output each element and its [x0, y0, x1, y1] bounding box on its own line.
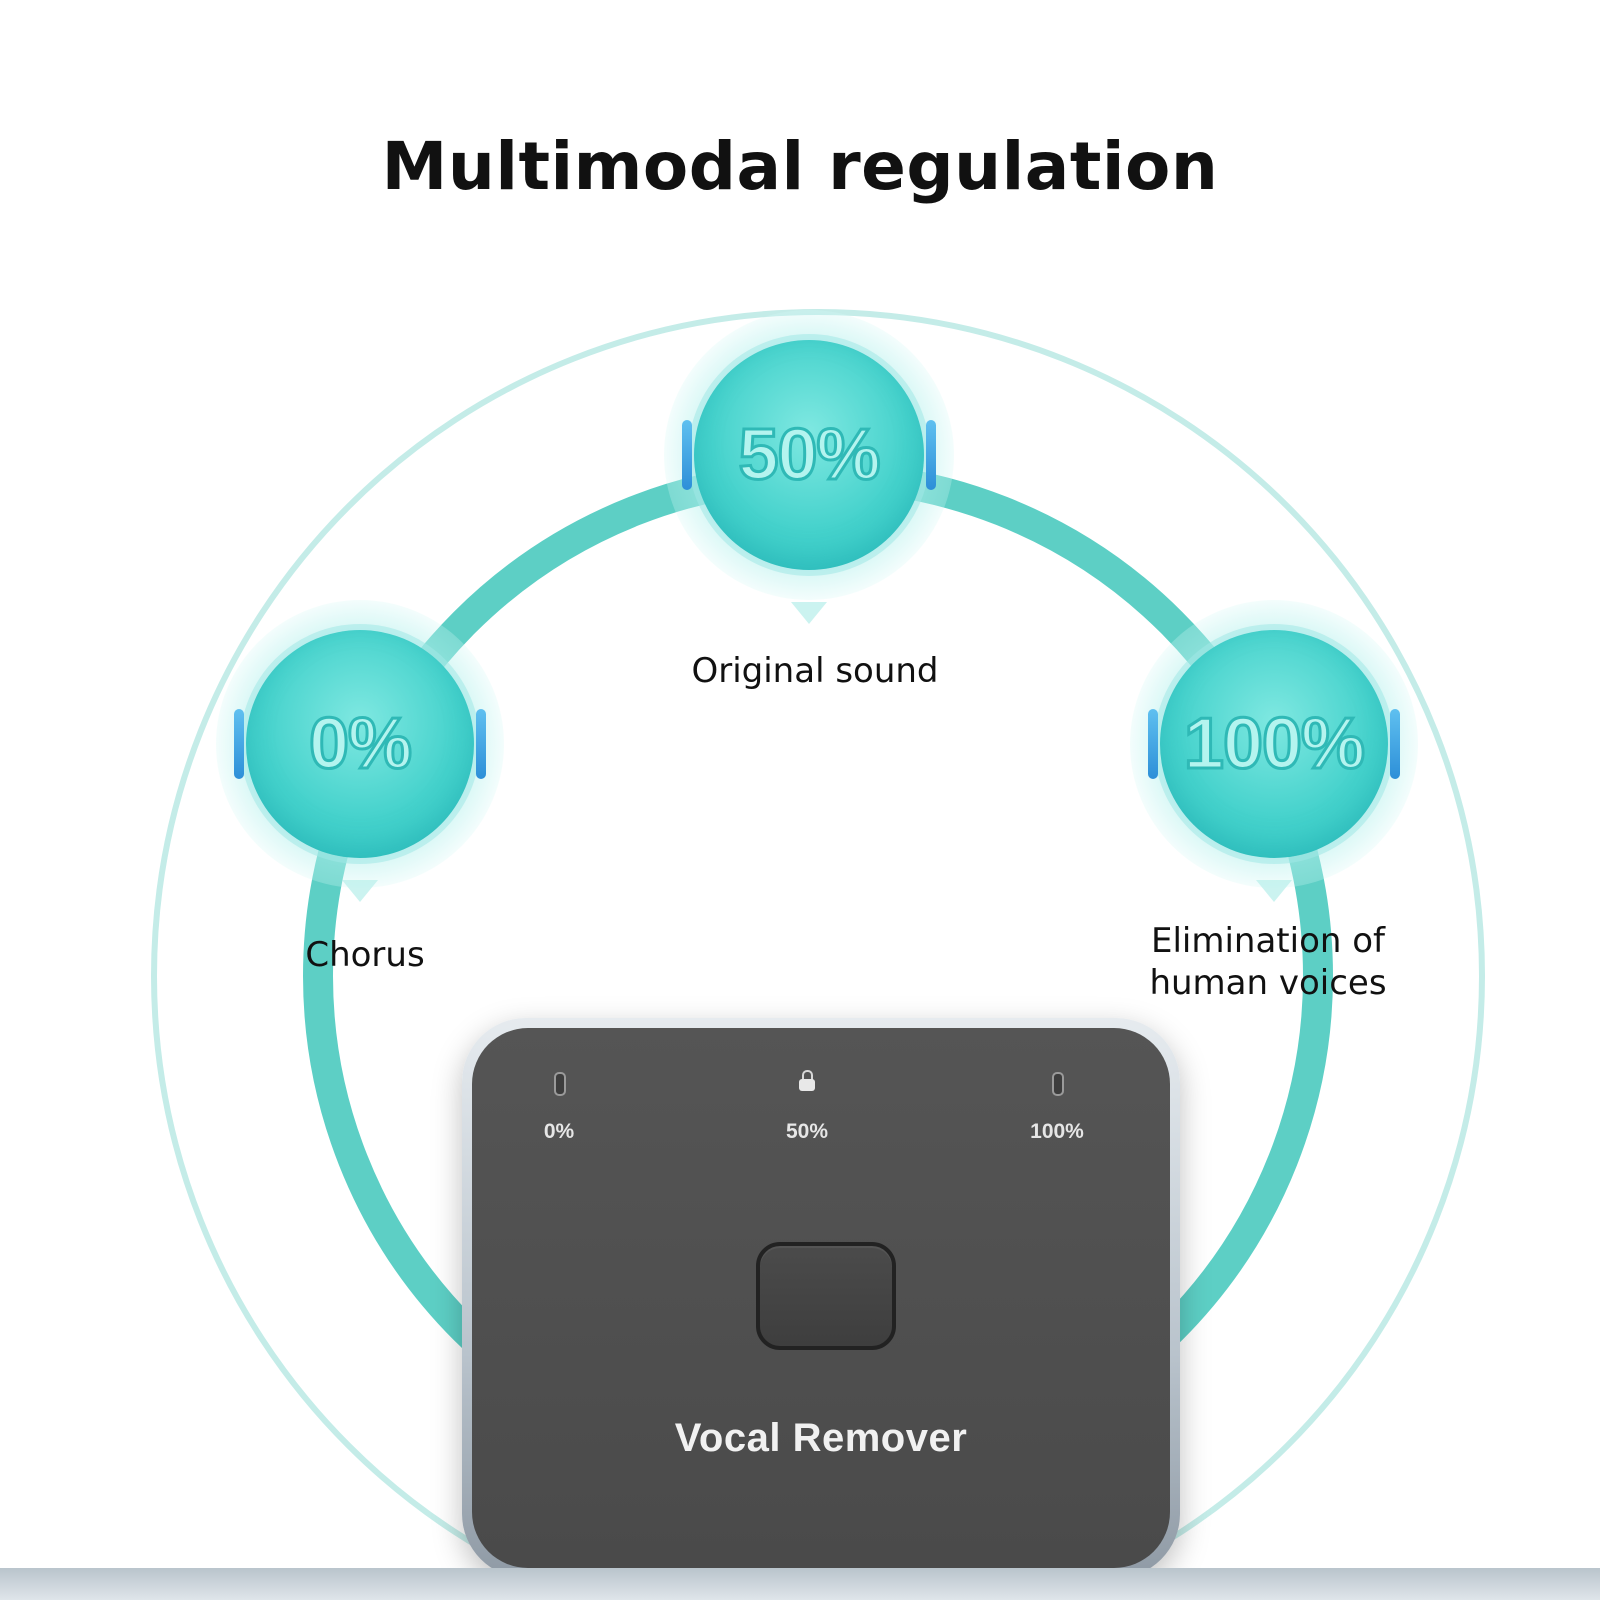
- indicator-label: 100%: [1030, 1120, 1084, 1143]
- mode-bubble-0: 0%: [216, 600, 504, 888]
- device-face: 0% 50% 100% Vocal Remover: [472, 1028, 1170, 1568]
- indicator-light-0: [554, 1072, 566, 1096]
- mode-percent: 50%: [737, 414, 882, 497]
- pointer-icon: [1256, 880, 1292, 902]
- tick-mark-icon: [926, 420, 936, 490]
- indicator-label: 0%: [543, 1120, 575, 1143]
- mode-label: Original sound: [691, 651, 939, 691]
- indicator-light-100: [1052, 1072, 1064, 1096]
- device-name: Vocal Remover: [674, 1416, 968, 1460]
- floor-surface: [0, 1568, 1600, 1600]
- indicator-label: 50%: [785, 1120, 829, 1143]
- page-title: Multimodal regulation: [381, 128, 1219, 205]
- lock-icon: [799, 1070, 815, 1092]
- mode-percent: 100%: [1182, 703, 1366, 786]
- tick-mark-icon: [1148, 709, 1158, 779]
- tick-mark-icon: [234, 709, 244, 779]
- mode-switch-button[interactable]: [756, 1242, 896, 1350]
- mode-label: Chorus: [305, 935, 425, 975]
- pointer-icon: [791, 602, 827, 624]
- mode-label: Elimination of human voices: [1149, 921, 1387, 1003]
- mode-bubble-100: 100%: [1130, 600, 1418, 888]
- mode-bubble-50: 50%: [664, 310, 954, 600]
- tick-mark-icon: [1390, 709, 1400, 779]
- mode-percent: 0%: [307, 703, 413, 786]
- tick-mark-icon: [476, 709, 486, 779]
- vocal-remover-device: 0% 50% 100% Vocal Remover: [462, 1018, 1180, 1578]
- tick-mark-icon: [682, 420, 692, 490]
- pointer-icon: [342, 880, 378, 902]
